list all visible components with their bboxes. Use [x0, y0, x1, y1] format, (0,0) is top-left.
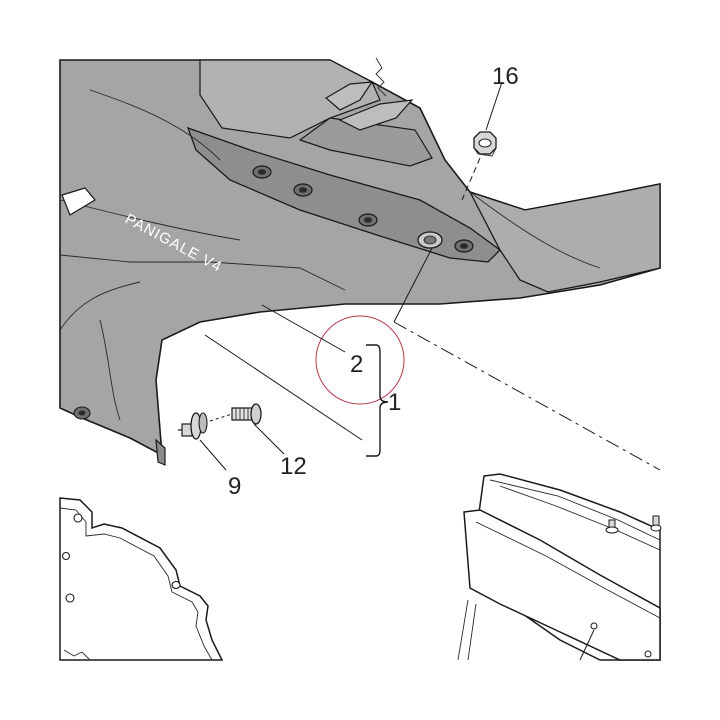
contour-line	[469, 191, 601, 269]
lower-right-panel	[457, 473, 662, 661]
boss	[454, 239, 474, 253]
fairing-vent-strip	[186, 126, 501, 263]
boss	[252, 165, 272, 179]
callout-2: 2	[350, 351, 363, 378]
lower-left-bracket	[59, 497, 224, 661]
spring	[375, 57, 387, 97]
boss	[73, 406, 91, 420]
washer-part	[178, 412, 208, 440]
boss	[293, 183, 313, 197]
fairing-left-slot	[61, 187, 96, 216]
leader-16	[485, 81, 503, 131]
callout-9: 9	[228, 473, 241, 500]
contour-line	[59, 254, 346, 291]
center-line	[461, 157, 481, 201]
bracket-1	[366, 344, 389, 457]
fairing-tab	[155, 438, 166, 466]
top-fins	[324, 57, 414, 131]
contour-line	[89, 89, 221, 161]
leader-2	[261, 304, 346, 353]
center-line	[393, 247, 433, 323]
contour-line	[99, 319, 121, 421]
leader-12	[253, 423, 285, 455]
center-line-dashdot	[393, 321, 661, 471]
highlight-circle	[315, 315, 405, 405]
leader-9	[199, 439, 227, 471]
boss	[358, 213, 378, 227]
fairing-body	[59, 59, 661, 466]
nut-part	[473, 131, 497, 157]
callout-1: 1	[388, 389, 401, 416]
fairing-right-wing	[468, 183, 661, 293]
callout-16: 16	[492, 63, 519, 90]
assembly-lines	[393, 81, 661, 471]
callout-12: 12	[280, 453, 307, 480]
leader-1	[204, 334, 363, 441]
fairing-spine	[298, 117, 433, 167]
screw-part	[209, 403, 262, 425]
mounting-bosses	[73, 165, 474, 420]
contour-line	[59, 281, 141, 331]
boss-open	[417, 231, 443, 249]
